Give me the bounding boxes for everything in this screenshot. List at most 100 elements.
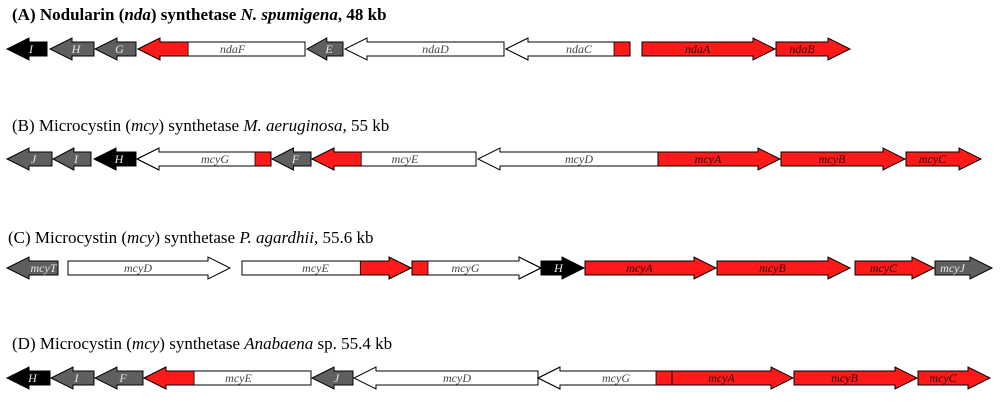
gene-arrow-shape xyxy=(343,37,505,61)
gene-arrow-shape xyxy=(51,147,92,171)
red-domain xyxy=(312,148,362,170)
red-domain xyxy=(656,367,672,389)
title-organism: Anabaena xyxy=(244,334,314,353)
gene-arrow-j: J xyxy=(5,147,53,171)
gene-arrow-ndaf: ndaF xyxy=(136,37,306,61)
gene-label: E xyxy=(324,42,333,56)
gene-arrow-j: J xyxy=(310,366,354,390)
gene-arrow-shape xyxy=(310,366,354,390)
panel-d-title: (D) Microcystin (mcy) synthetase Anabaen… xyxy=(12,335,392,352)
panel-a-title: (A) Nodularin (nda) synthetase N. spumig… xyxy=(12,6,387,23)
title-prefix: (D) Microcystin ( xyxy=(12,334,132,353)
gene-arrow-shape xyxy=(5,37,48,61)
gene-label: mcyG xyxy=(201,152,229,166)
gene-label: ndaC xyxy=(566,42,593,56)
gene-arrow-shape xyxy=(671,366,795,390)
gene-arrow-mcyd: mcyD xyxy=(352,366,539,390)
gene-label: mcyG xyxy=(602,371,630,385)
gene-arrow-shape xyxy=(657,147,782,171)
gene-arrow-f: F xyxy=(93,366,144,390)
title-middle: ) synthetase xyxy=(154,228,240,247)
gene-arrow-shape xyxy=(793,366,919,390)
gene-arrow-i: I xyxy=(49,366,95,390)
gene-label: mcyB xyxy=(831,371,858,385)
gene-arrow-mcyc: mcyC xyxy=(917,366,992,390)
gene-arrow-ndad: ndaD xyxy=(343,37,505,61)
title-middle: ) synthetase xyxy=(150,5,241,24)
gene-arrow-shape xyxy=(641,37,777,61)
gene-label: I xyxy=(28,42,34,56)
gene-arrow-e: E xyxy=(305,37,344,61)
red-domain xyxy=(412,257,428,279)
gene-arrow-mcyb: mcyB xyxy=(780,147,907,171)
title-organism: M. aeruginosa, xyxy=(243,116,347,135)
title-middle: ) synthetase xyxy=(159,334,245,353)
gene-arrow-shape xyxy=(775,37,852,61)
gene-label: mcyC xyxy=(919,152,947,166)
title-suffix: sp. 55.4 kb xyxy=(313,334,393,353)
gene-arrow-mcya: mcyA xyxy=(657,147,782,171)
gene-arrow-shape xyxy=(854,256,936,280)
gene-label: F xyxy=(291,152,300,166)
gene-arrow-shape xyxy=(780,147,907,171)
gene-arrow-shape xyxy=(934,256,994,280)
gene-arrow-mcye: mcyE xyxy=(142,366,312,390)
gene-arrow-mcye: mcyE xyxy=(241,256,413,280)
gene-arrow-mcyg: mcyG xyxy=(411,256,543,280)
red-domain xyxy=(138,38,189,60)
title-gene-abbr: mcy xyxy=(131,334,160,353)
gene-label: ndaD xyxy=(422,42,449,56)
title-prefix: (C) Microcystin ( xyxy=(8,228,127,247)
gene-arrow-i: I xyxy=(5,37,48,61)
gene-arrow-shape xyxy=(584,256,718,280)
title-suffix: , 48 kb xyxy=(337,5,387,24)
gene-arrow-h: H xyxy=(5,366,51,390)
gene-arrow-h: H xyxy=(92,147,137,171)
gene-label: G xyxy=(115,42,124,56)
red-domain xyxy=(360,257,411,279)
title-gene-abbr: nda xyxy=(124,5,151,24)
panel-c-title: (C) Microcystin (mcy) synthetase P. agar… xyxy=(8,229,373,246)
gene-arrow-shape xyxy=(93,37,137,61)
gene-label: mcyG xyxy=(452,261,480,275)
gene-label: ndaA xyxy=(685,42,711,56)
gene-arrow-mcyb: mcyB xyxy=(716,256,852,280)
gene-label: mcyC xyxy=(929,371,957,385)
red-domain xyxy=(614,38,630,60)
title-organism: P. agardhii xyxy=(239,228,314,247)
gene-label: mcyA xyxy=(695,152,722,166)
gene-arrow-mcyc: mcyC xyxy=(905,147,983,171)
title-suffix: 55 kb xyxy=(346,116,390,135)
title-gene-abbr: mcy xyxy=(130,116,159,135)
gene-label: H xyxy=(114,152,125,166)
gene-arrow-shape xyxy=(49,366,95,390)
gene-label: mcyJ xyxy=(940,261,965,275)
gene-arrow-mcyg: mcyG xyxy=(135,147,272,171)
gene-label: J xyxy=(334,371,340,385)
title-suffix: , 55.6 kb xyxy=(313,228,374,247)
gene-label: H xyxy=(553,261,564,275)
gene-label: mcyD xyxy=(565,152,593,166)
gene-arrow-mcyj: mcyJ xyxy=(934,256,994,280)
gene-arrow-mcyd: mcyD xyxy=(476,147,659,171)
gene-label: F xyxy=(118,371,127,385)
gene-label: mcyB xyxy=(759,261,786,275)
gene-label: mcyD xyxy=(443,371,471,385)
gene-label: mcyB xyxy=(819,152,846,166)
gene-label: H xyxy=(71,42,82,56)
gene-label: mcyE xyxy=(392,152,419,166)
gene-arrow-shape xyxy=(917,366,992,390)
gene-arrow-shape xyxy=(716,256,852,280)
gene-arrow-shape xyxy=(93,366,144,390)
gene-arrow-shape xyxy=(352,366,539,390)
gene-label: mcyA xyxy=(626,261,653,275)
gene-arrow-h: H xyxy=(48,37,95,61)
gene-label: I xyxy=(74,371,80,385)
gene-arrow-shape xyxy=(905,147,983,171)
gene-label: mcyD xyxy=(124,261,152,275)
gene-arrow-shape xyxy=(5,366,51,390)
gene-arrow-mcyc: mcyC xyxy=(854,256,936,280)
gene-arrow-shape xyxy=(476,147,659,171)
gene-label: H xyxy=(27,371,38,385)
